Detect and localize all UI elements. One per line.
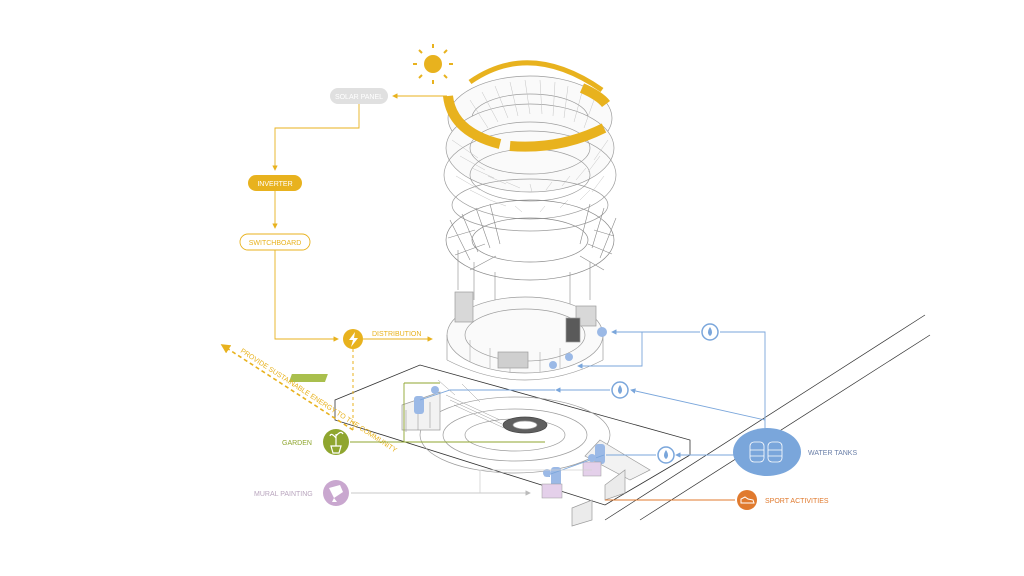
water-tanks-node: WATER TANKS — [733, 428, 857, 476]
sport-activities-label: SPORT ACTIVITIES — [765, 498, 829, 505]
water-tank-cylinder — [414, 396, 424, 414]
water-drop-icon — [611, 381, 629, 399]
inverter-text: INVERTER — [257, 181, 292, 188]
garden-node: GARDEN — [282, 382, 545, 455]
building-exploded-axonometric — [288, 75, 931, 527]
sneaker-icon — [740, 496, 755, 504]
mural-panel — [582, 461, 602, 477]
garden-label: GARDEN — [282, 440, 312, 447]
paint-brush-icon — [329, 485, 343, 502]
sun-icon — [413, 44, 453, 84]
switchboard-text: SWITCHBOARD — [249, 240, 302, 247]
water-drop-badges — [431, 323, 719, 477]
lightning-icon — [349, 332, 358, 347]
sport-node: SPORT ACTIVITIES — [605, 490, 829, 510]
garden-bed — [288, 374, 328, 382]
plant-pot-icon — [329, 431, 344, 454]
inverter-label: INVERTER — [248, 175, 302, 191]
distribution-text: DISTRIBUTION — [372, 331, 421, 338]
mural-painting-label: MURAL PAINTING — [254, 491, 313, 498]
roof-shell — [443, 75, 617, 232]
water-drop-icon — [431, 327, 607, 477]
water-drop-icon — [657, 446, 675, 464]
main-floor — [446, 291, 604, 381]
solar-panel-text: SOLAR PANEL — [335, 94, 383, 101]
steel-frame — [445, 199, 617, 310]
water-tanks-label: WATER TANKS — [808, 450, 857, 457]
distribution-node — [343, 329, 363, 349]
switchboard-label: SWITCHBOARD — [239, 233, 311, 251]
mural-panel — [541, 483, 563, 499]
water-drop-icon — [701, 323, 719, 341]
community-energy-note: PROVIDE SUSTAINABLE ENERGY TO THE COMMUN… — [239, 348, 398, 455]
solar-arc — [443, 60, 610, 152]
water-tank-cylinder — [551, 467, 561, 487]
tank-icon — [749, 441, 783, 463]
solar-panel-label: SOLAR PANEL — [330, 88, 388, 104]
mural-node: MURAL PAINTING — [254, 469, 592, 506]
water-tank-cylinder — [595, 444, 605, 464]
energy-flow: SOLAR PANEL INVERTER SWITCHBOARD DISTRIB… — [220, 88, 447, 455]
